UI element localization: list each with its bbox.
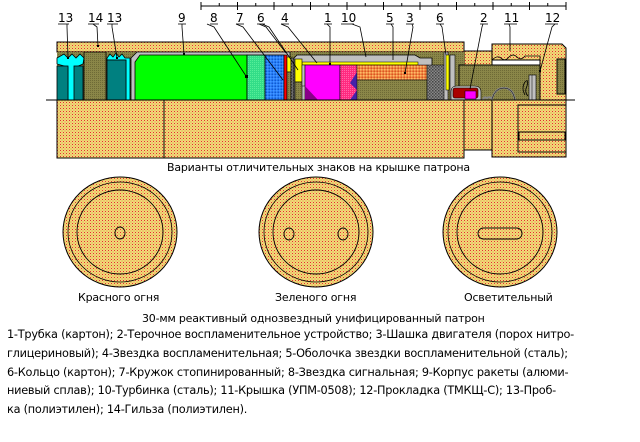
legend-line: 6-Кольцо (картон); 7-Кружок стопинирован… [7, 365, 569, 379]
part-label: 2 [480, 11, 488, 25]
cartridge-body [46, 41, 575, 159]
part-number-labels: 13 14 13 9 8 7 6 4 1 10 5 3 6 2 11 12 [58, 11, 560, 25]
mark-dot [114, 226, 126, 240]
diagram-title: 30-мм реактивный однозвездный унифициров… [142, 312, 485, 325]
cap-variant-disc-illum [442, 176, 558, 288]
casing-lower-step [463, 99, 493, 151]
engine-charge-3-top [356, 64, 428, 81]
part-label: 1 [324, 11, 332, 25]
leader-lines [66, 23, 556, 90]
pull-ring-gray [528, 74, 537, 101]
ring-6-red [283, 54, 288, 101]
plug-13-left-body-a [56, 65, 69, 101]
ignition-star-4-purple [305, 86, 318, 100]
part-label: 14 [88, 11, 103, 25]
casing-lower-half-2 [163, 99, 465, 159]
engine-charge-dark [426, 64, 446, 101]
mark-bar [477, 227, 523, 240]
tube-1-purple [350, 72, 357, 100]
part-label: 4 [281, 11, 289, 25]
signal-star-8 [246, 54, 266, 101]
cap-thread [491, 54, 541, 61]
friction-igniter-2-pink [464, 90, 477, 100]
scale-ruler [200, 2, 567, 10]
legend-line: ниевый сплав); 10-Турбинка (сталь); 11-К… [7, 384, 556, 398]
cap-variants-heading: Варианты отличительных знаков на крышке … [167, 161, 470, 174]
ignition-yellow-left [294, 58, 303, 83]
part-label: 9 [178, 11, 186, 25]
gasket-12 [556, 58, 566, 95]
engine-charge-3-bottom [356, 79, 428, 101]
cap-variant-disc-red [62, 176, 178, 288]
ring-dark [290, 57, 295, 101]
part-label: 8 [210, 11, 218, 25]
legend-line: ка (полиэтилен); 14-Гильза (полиэтилен). [7, 403, 248, 417]
leader-dots [67, 45, 541, 78]
part-label: 10 [341, 11, 356, 25]
cap-variant-label-green: Зеленого огня [275, 291, 357, 304]
parts-legend: 1-Трубка (картон); 2-Терочное воспламени… [7, 326, 617, 420]
plug-13-right-body [106, 59, 127, 101]
ignition-inner-gray [301, 64, 306, 87]
part-label: 12 [545, 11, 560, 25]
casing-upper-step [463, 50, 493, 66]
igniter-wire-outline [491, 87, 516, 101]
ring-6-right-yellow [445, 54, 450, 91]
cap-variant-label-illum: Осветительный [464, 291, 553, 304]
ignition-shell-5-yellow-bar [301, 61, 419, 66]
part-label: 7 [236, 11, 244, 25]
part-label: 6 [257, 11, 265, 25]
mark-dot-right [337, 227, 349, 241]
part-label: 11 [504, 11, 519, 25]
signal-star-green [134, 54, 248, 101]
part-label: 5 [386, 11, 394, 25]
part-label: 13 [58, 11, 73, 25]
sleeve-14 [83, 51, 107, 101]
part-label: 13 [107, 11, 122, 25]
cap-lower-inner [517, 104, 567, 153]
cap-variant-label-red: Красного огня [78, 291, 160, 304]
casing-lower-half [56, 99, 165, 159]
mark-dot-left [283, 227, 295, 241]
cap-lower-groove [518, 131, 566, 141]
cap-variant-disc-green [258, 176, 374, 288]
legend-line: 1-Трубка (картон); 2-Терочное воспламени… [7, 328, 574, 341]
legend-line: глицериновый); 4-Звездка воспламенительн… [7, 346, 568, 360]
ring-6-olive [286, 71, 292, 101]
cartridge-cross-section-diagram: 13 14 13 9 8 7 6 4 1 10 5 3 6 2 11 12 [46, 2, 575, 288]
ignition-olive-left [294, 81, 303, 101]
plug-13-left-body-b [73, 65, 84, 101]
pull-cord [522, 80, 529, 97]
part-label: 6 [436, 11, 444, 25]
part-label: 3 [406, 11, 414, 25]
